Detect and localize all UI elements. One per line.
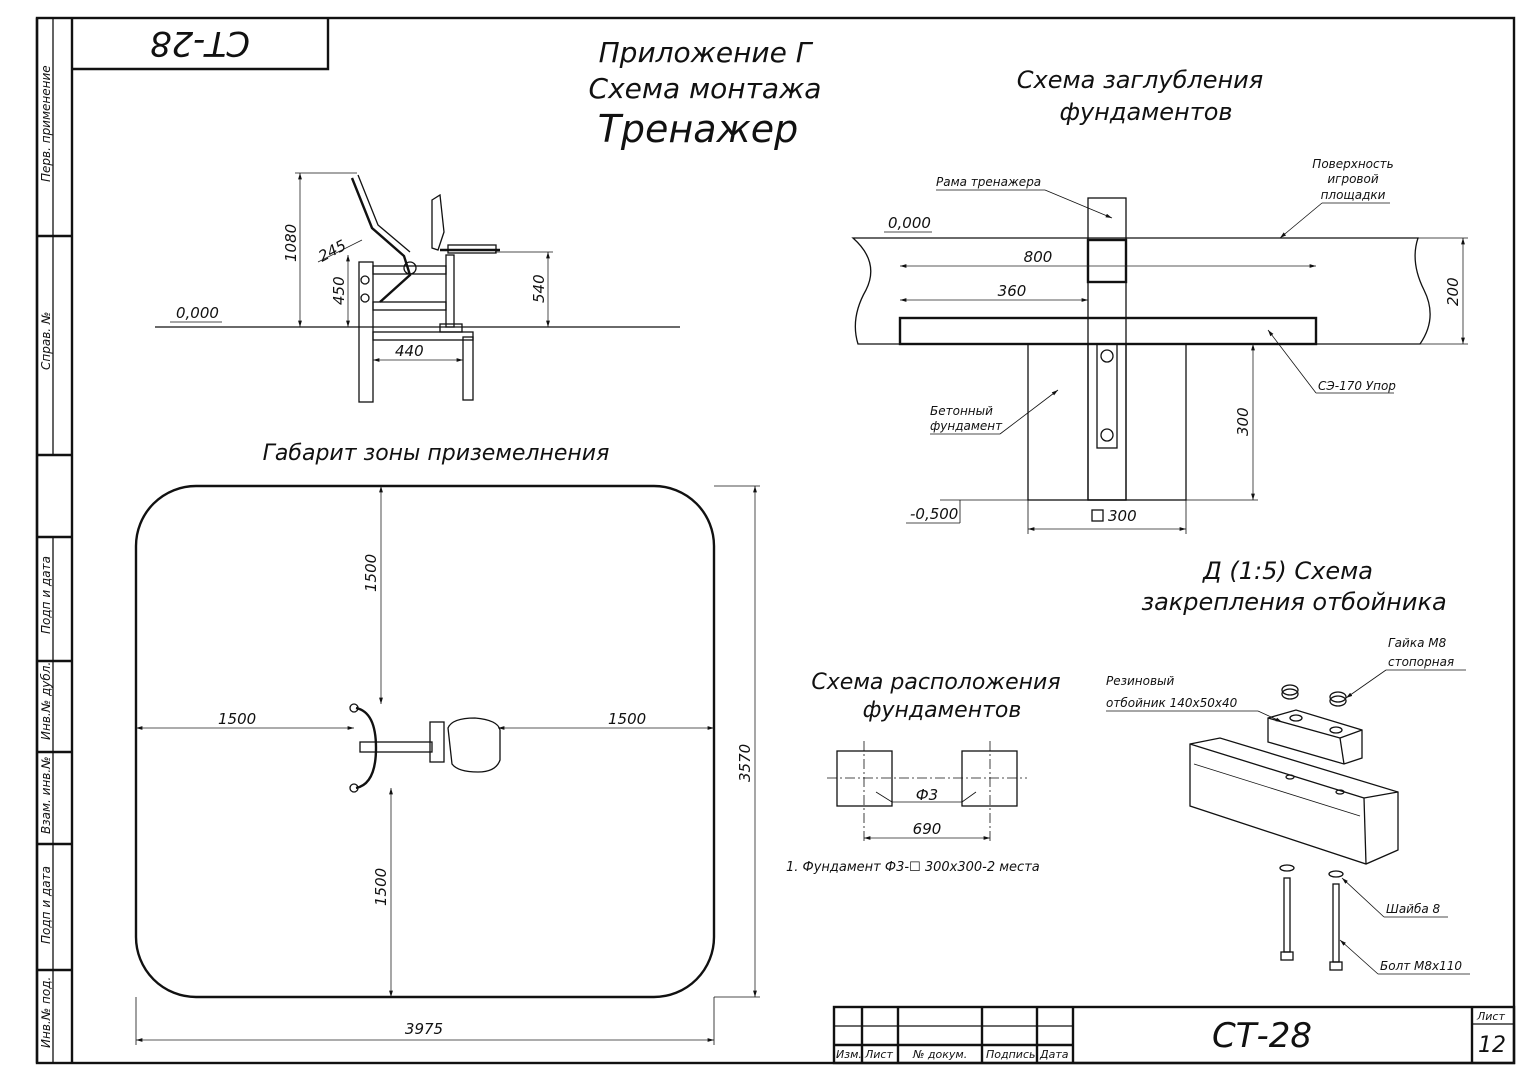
depth-concrete2: фундамент (930, 419, 1003, 433)
layout-note: 1. Фундамент Ф3-☐ 300х300-2 места (786, 860, 1040, 875)
side-level: 0,000 (176, 304, 219, 322)
detail-washer: Шайба 8 (1386, 902, 1441, 916)
detail-title1: Д (1:5) Схема (1202, 557, 1373, 585)
top-code-box: СТ-28 (72, 18, 330, 71)
depth-frame-label: Рама тренажера (936, 175, 1041, 189)
tb-sign: Подпись (986, 1048, 1035, 1061)
depth-level0: 0,000 (888, 214, 931, 232)
detail-nut1: Гайка М8 (1388, 636, 1447, 650)
title-block: Изм. Лист № докум. Подпись Дата СТ-28 Ли… (832, 1005, 1516, 1065)
side-d245: 245 (315, 236, 349, 265)
layout-title2: фундаментов (863, 698, 1022, 723)
title-line3: Тренажер (598, 107, 799, 151)
side-d440: 440 (395, 342, 424, 360)
depth-d360: 360 (998, 282, 1027, 300)
stamp-podp1: Подп и дата (39, 556, 53, 634)
tb-izm: Изм. (836, 1048, 862, 1061)
depth-stop: СЭ-170 Упор (1318, 379, 1396, 393)
layout-f3: Ф3 (916, 786, 938, 804)
main-title: Приложение Г Схема монтажа Тренажер (589, 36, 822, 151)
depth-d300v: 300 (1234, 407, 1252, 436)
detail-nut2: стопорная (1388, 655, 1454, 669)
tb-doc: № докум. (912, 1048, 967, 1061)
stamp-sprav: Справ. № (39, 312, 53, 370)
zone-d1500-top: 1500 (362, 554, 380, 592)
depth-surface3: площадки (1321, 188, 1386, 202)
side-d1080: 1080 (282, 224, 300, 262)
tb-sheet-label: Лист (1476, 1010, 1505, 1023)
title-line1: Приложение Г (599, 36, 814, 69)
depth-d300sq: 300 (1108, 507, 1137, 525)
zone-d1500-right: 1500 (608, 710, 646, 728)
depth-title2: фундаментов (1059, 98, 1232, 126)
stamp-podp2: Подп и дата (39, 866, 53, 944)
layout-scheme: Схема расположения фундаментов 690 Ф3 1.… (786, 670, 1061, 875)
depth-level-minus: -0,500 (910, 505, 958, 523)
side-d540: 540 (530, 274, 548, 303)
side-view: 0,000 1080 245 450 540 440 (155, 172, 680, 403)
side-d450: 450 (330, 276, 348, 305)
detail-rubber2: отбойник 140х50х40 (1106, 696, 1238, 710)
stamp-perv: Перв. применение (39, 65, 53, 182)
tb-sheet-number: 12 (1478, 1033, 1506, 1058)
depth-title1: Схема заглубления (1017, 66, 1263, 94)
depth-surface2: игровой (1327, 172, 1378, 186)
zone-d3570: 3570 (736, 744, 754, 782)
side-stamp: Перв. применение Справ. № Подп и дата Ин… (39, 65, 53, 1048)
detail-title2: закрепления отбойника (1141, 588, 1446, 616)
layout-title1: Схема расположения (811, 670, 1060, 695)
title-line2: Схема монтажа (589, 72, 822, 105)
landing-zone: Габарит зоны приземелнения 1500 1500 150… (134, 441, 760, 1045)
tb-date: Дата (1039, 1048, 1069, 1061)
sheet-frame (35, 16, 1516, 1065)
detail-scheme: Д (1:5) Схема закрепления отбойника Гайк… (1106, 557, 1470, 975)
depth-d200: 200 (1444, 277, 1462, 306)
code-rotated: СТ-28 (150, 23, 250, 63)
stamp-inv-pod: Инв.№ под. (39, 977, 53, 1048)
detail-bolt: Болт М8х110 (1380, 959, 1462, 973)
tb-list: Лист (864, 1048, 893, 1061)
depth-surface1: Поверхность (1312, 157, 1393, 171)
zone-title: Габарит зоны приземелнения (263, 441, 610, 466)
zone-d3975: 3975 (405, 1020, 443, 1038)
depth-d800: 800 (1024, 248, 1053, 266)
stamp-vzam: Взам. инв.№ (39, 756, 53, 834)
zone-d1500-bottom: 1500 (372, 868, 390, 906)
zone-d1500-left: 1500 (218, 710, 256, 728)
depth-scheme: Схема заглубления фундаментов Рама трена… (851, 66, 1468, 534)
detail-rubber1: Резиновый (1106, 674, 1175, 688)
tb-code: СТ-28 (1212, 1016, 1312, 1056)
depth-concrete1: Бетонный (930, 404, 993, 418)
stamp-inv-dubl: Инв.№ дубл. (39, 662, 53, 740)
layout-d690: 690 (913, 820, 942, 838)
